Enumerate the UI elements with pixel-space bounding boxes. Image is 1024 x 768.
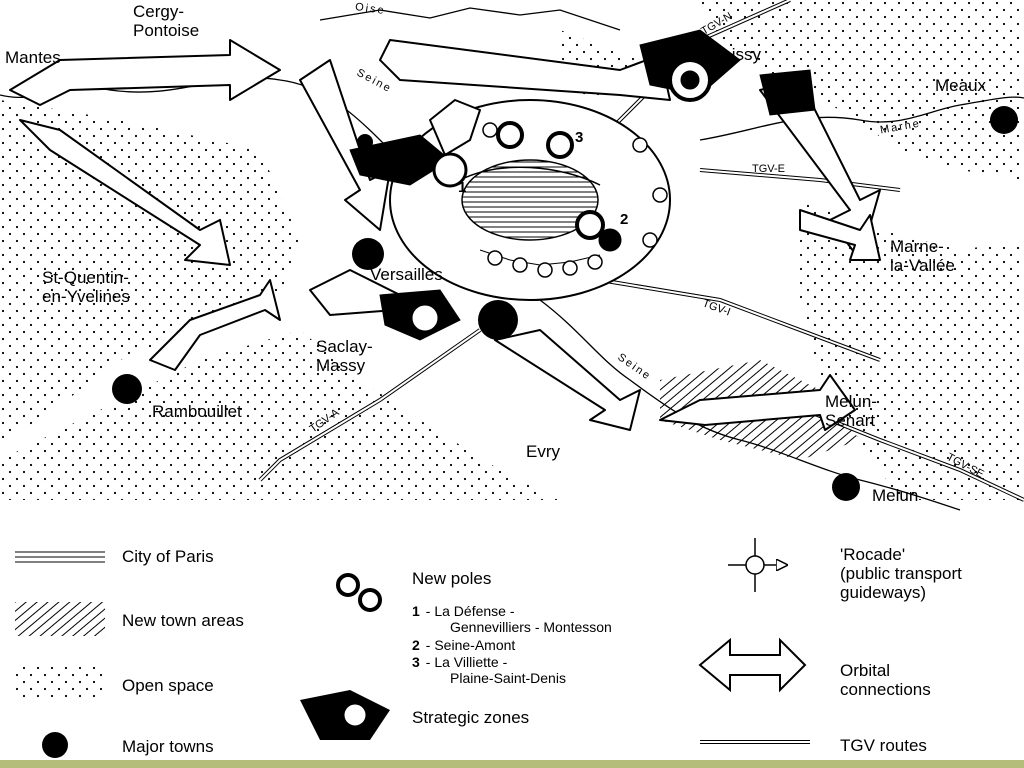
major-town-markers <box>112 106 1018 501</box>
town-label-roissy: Roissy <box>710 45 762 64</box>
town-label-marne-la-vallee: Marne-la-Vallée <box>890 237 955 275</box>
legend-symbols <box>15 538 810 758</box>
orbital-connection-arrows <box>9 39 881 431</box>
pole-number-3: 3 <box>575 129 584 146</box>
legend-orbital-connections: Orbital connections <box>840 661 931 699</box>
legend-rocade: 'Rocade' (public transport guideways) <box>840 545 962 602</box>
pole-number-1: 1 <box>458 179 467 196</box>
legend-pole-3: 3- La Villiette - Plaine-Saint-Denis <box>412 654 566 686</box>
footer-bar <box>0 760 1024 768</box>
town-label-mantes: Mantes <box>5 48 61 67</box>
town-label-saclay-massy: Saclay-Massy <box>316 337 373 375</box>
town-label-cergy: Cergy-Pontoise <box>133 2 200 40</box>
rocade-stations <box>482 122 668 278</box>
tgv-label-east: TGV-E <box>752 163 786 175</box>
paris-core <box>389 99 671 301</box>
town-label-evry: Evry <box>526 442 560 461</box>
town-label-meaux: Meaux <box>935 76 987 95</box>
town-label-melun-senart: Melun-Senart <box>825 392 877 430</box>
legend-new-poles: New poles <box>412 569 492 588</box>
town-label-melun: Melun <box>872 486 919 505</box>
legend-city-of-paris: City of Paris <box>122 547 214 566</box>
town-label-rambouillet: Rambouillet <box>152 402 242 421</box>
new-poles <box>496 121 622 252</box>
town-label-versailles: Versailles <box>370 265 443 284</box>
strategic-zones <box>349 29 816 341</box>
legend-major-towns: Major towns <box>122 737 214 756</box>
legend-pole-1: 1- La Défense - Gennevilliers - Montesso… <box>412 603 612 635</box>
legend-pole-2: 2- Seine-Amont <box>412 637 516 653</box>
legend-open-space: Open space <box>122 676 214 695</box>
town-label-st-quentin: St-Quentin-en-Yvelines <box>42 268 130 306</box>
pole-number-2: 2 <box>620 211 629 228</box>
open-space-areas <box>0 0 1024 500</box>
legend-tgv-routes: TGV routes <box>840 736 927 755</box>
legend-strategic-zones: Strategic zones <box>412 708 530 727</box>
legend-new-town-areas: New town areas <box>122 611 244 630</box>
